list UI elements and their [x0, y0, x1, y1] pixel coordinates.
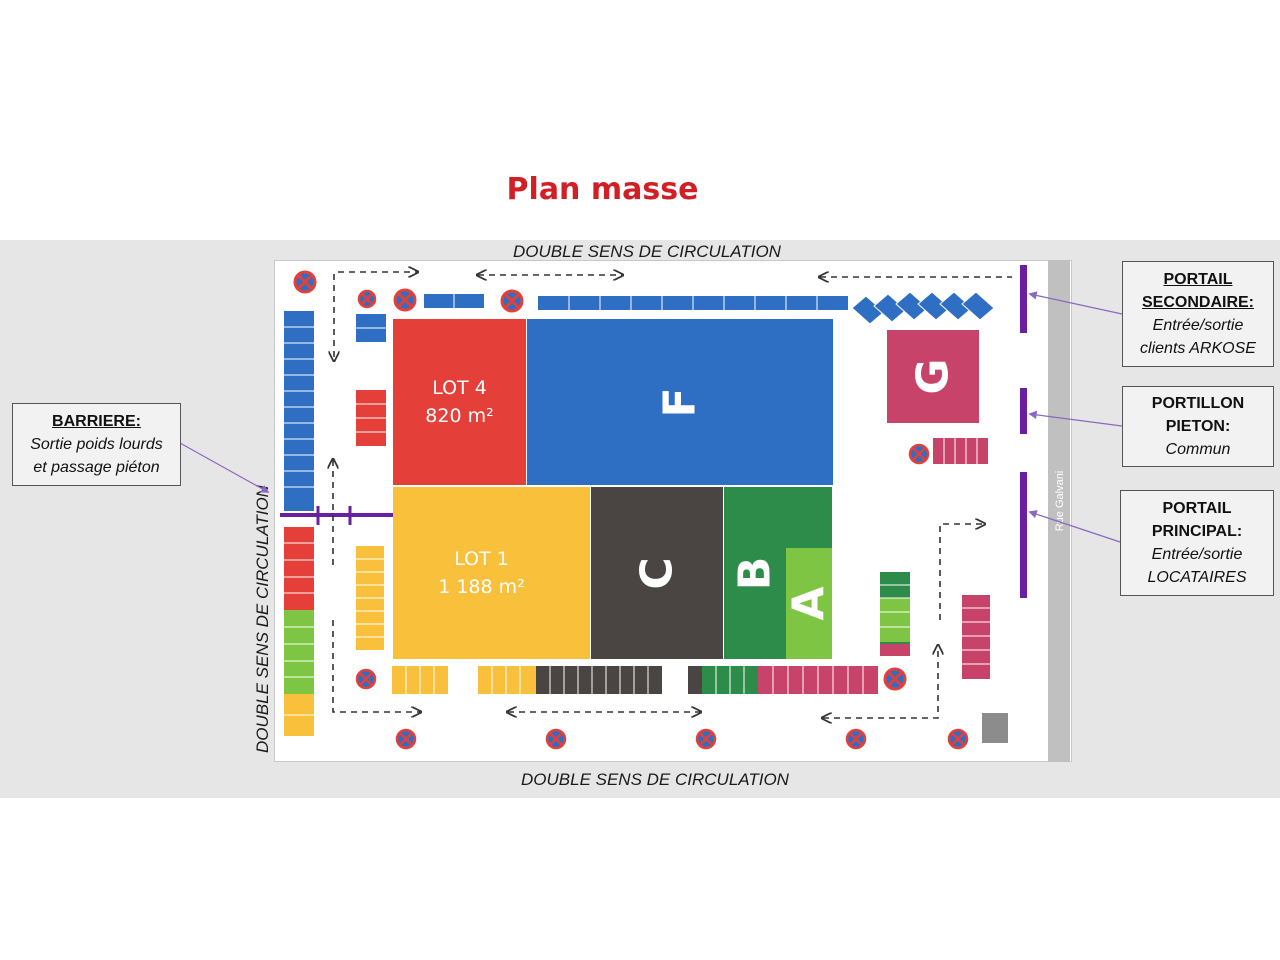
- legend-portail-principal: PORTAIL PRINCIPAL: Entrée/sortie LOCATAI…: [1120, 490, 1274, 596]
- building-g: G: [887, 330, 979, 423]
- legend-portail-secondaire: PORTAIL SECONDAIRE: Entrée/sortie client…: [1122, 261, 1274, 367]
- lot-4-area: 820 m²: [425, 405, 494, 427]
- lot-1-name: LOT 1: [454, 548, 509, 570]
- leader-lines: [179, 291, 1123, 543]
- legend-portail-secondaire-desc-1: Entrée/sortie: [1152, 317, 1244, 334]
- legend-portail-principal-head-2: PRINCIPAL:: [1151, 523, 1243, 540]
- lot-1-area: 1 188 m²: [438, 576, 525, 598]
- page-title: Plan masse: [506, 172, 699, 207]
- legend-portail-secondaire-desc-2: clients ARKOSE: [1140, 340, 1256, 357]
- lot-1: LOT 1 1 188 m²: [393, 487, 590, 659]
- legend-portillon-head-1: PORTILLON: [1151, 395, 1245, 412]
- gate-secondaire: [1020, 265, 1027, 333]
- legend-barriere-desc-2: et passage piéton: [33, 459, 160, 476]
- legend-portail-secondaire-head-1: PORTAIL: [1163, 271, 1233, 288]
- gate-portillon: [1020, 388, 1027, 434]
- legend-portillon-head-2: PIETON:: [1165, 418, 1231, 435]
- legend-barriere: BARRIERE: Sortie poids lourds et passage…: [12, 403, 181, 486]
- legend-portail-principal-desc-2: LOCATAIRES: [1147, 569, 1247, 586]
- street-rue-galvani: [1048, 260, 1070, 762]
- road-label-top: DOUBLE SENS DE CIRCULATION: [513, 242, 781, 261]
- lot-4: LOT 4 820 m²: [393, 319, 526, 485]
- parking-g: [933, 438, 988, 464]
- legend-portillon: PORTILLON PIETON: Commun: [1122, 386, 1274, 467]
- legend-portail-secondaire-head-2: SECONDAIRE:: [1141, 294, 1254, 311]
- barrier: [280, 506, 393, 525]
- gate-principal: [1020, 472, 1027, 598]
- parking-left: [284, 311, 314, 736]
- lot-4-name: LOT 4: [432, 377, 487, 399]
- building-f: F: [527, 319, 833, 485]
- parking-top: [424, 291, 995, 325]
- building-a: A: [784, 548, 835, 659]
- parking-right: [880, 572, 1008, 743]
- parking-inner-left: [356, 314, 386, 650]
- no-parking-icon: [293, 270, 969, 750]
- legend-barriere-desc-1: Sortie poids lourds: [30, 436, 163, 453]
- legend-portillon-desc-1: Commun: [1165, 441, 1231, 458]
- legend-barriere-head: BARRIERE:: [52, 413, 141, 430]
- building-c: C: [591, 487, 723, 659]
- direction-arrow-icon: [333, 272, 1012, 718]
- legend-portail-principal-head-1: PORTAIL: [1162, 500, 1232, 517]
- legend-portail-principal-desc-1: Entrée/sortie: [1151, 546, 1243, 563]
- parking-bottom: [392, 666, 878, 694]
- road-label-bottom: DOUBLE SENS DE CIRCULATION: [521, 770, 789, 789]
